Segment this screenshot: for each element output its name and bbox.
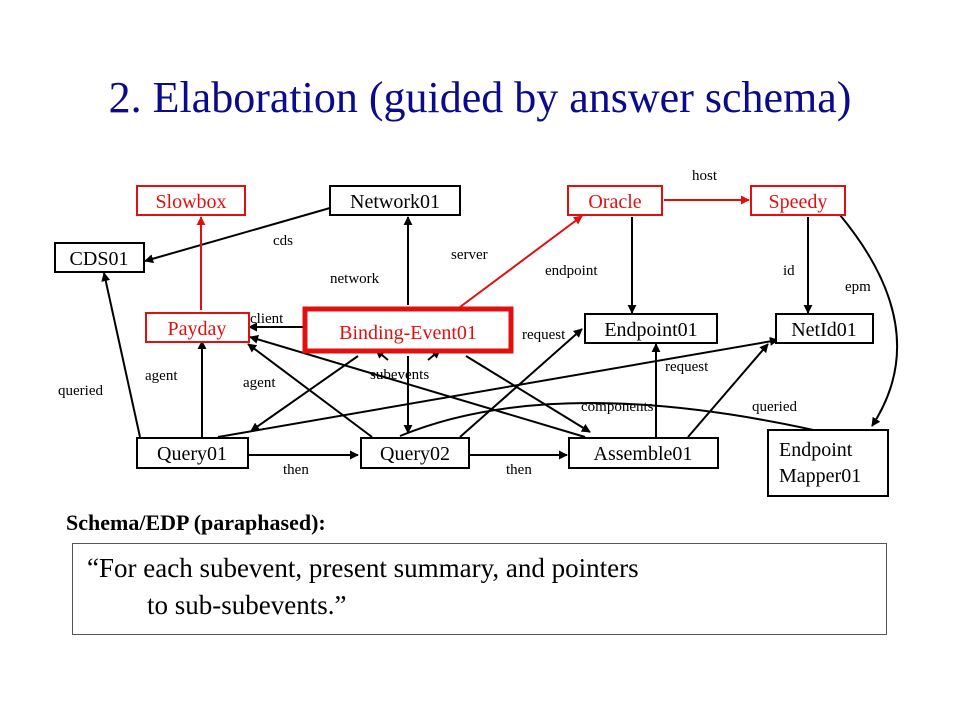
edge-label-subevents: subevents (370, 367, 429, 383)
edge-label-client: client (250, 311, 284, 327)
svg-text:Binding-Event01: Binding-Event01 (339, 322, 477, 344)
edge-label-epm: epm (845, 279, 871, 295)
node-assemble01: Assemble01 (568, 437, 719, 469)
svg-text:Oracle: Oracle (588, 191, 641, 213)
slide-title: 2. Elaboration (guided by answer schema) (108, 73, 852, 122)
node-cds01: CDS01 (54, 242, 145, 273)
edge-queried-right (399, 402, 841, 439)
edge-query01-netid (217, 336, 779, 438)
concept-graph: host cds server endpoint id epm network … (54, 168, 899, 497)
svg-text:Slowbox: Slowbox (155, 191, 226, 213)
node-slowbox: Slowbox (136, 185, 246, 216)
schema-quote-box: “For each subevent, present summary, and… (72, 543, 887, 635)
edge-label-request-right: request (665, 359, 709, 375)
edge-queried-left (101, 272, 141, 438)
edge-request-right (687, 343, 769, 438)
edge-label-agent-left: agent (145, 368, 178, 384)
edge-label-network: network (330, 271, 380, 287)
node-endpoint-mapper01: Endpoint Mapper01 (767, 429, 889, 497)
edge-label-id: id (783, 263, 795, 279)
schema-quote-line-1: “For each subevent, present summary, and… (87, 553, 639, 583)
svg-text:CDS01: CDS01 (70, 248, 129, 270)
edge-cds (144, 207, 331, 264)
edge-server (459, 215, 583, 308)
svg-text:Endpoint01: Endpoint01 (604, 319, 697, 341)
node-binding-event01: Binding-Event01 (302, 306, 514, 354)
svg-text:Network01: Network01 (350, 191, 440, 213)
edge-label-then-right: then (506, 462, 532, 478)
schema-quote-line-2: to sub-subevents.” (147, 590, 347, 620)
svg-text:Mapper01: Mapper01 (779, 465, 861, 487)
edge-label-endpoint: endpoint (545, 263, 598, 279)
svg-text:Query02: Query02 (380, 443, 450, 465)
node-query01: Query01 (136, 437, 249, 469)
edge-epm (839, 214, 899, 427)
node-payday: Payday (145, 312, 250, 343)
edge-subevents-assemble01 (465, 355, 591, 433)
node-endpoint01: Endpoint01 (584, 313, 718, 344)
edge-label-components: components (581, 399, 654, 415)
edge-assemble-agent (249, 335, 586, 438)
edge-label-request-left: request (522, 327, 566, 343)
svg-text:Payday: Payday (168, 318, 227, 340)
edge-label-host: host (692, 168, 718, 184)
svg-text:Endpoint: Endpoint (779, 439, 853, 461)
node-netid01: NetId01 (775, 313, 874, 344)
node-speedy: Speedy (750, 185, 846, 216)
edge-subevents-query01 (250, 355, 359, 432)
svg-text:NetId01: NetId01 (791, 319, 857, 341)
edge-label-agent-right: agent (243, 375, 276, 391)
svg-text:Assemble01: Assemble01 (594, 443, 693, 465)
edge-request-left (459, 328, 583, 438)
node-oracle: Oracle (567, 185, 663, 216)
edge-label-queried-left: queried (58, 383, 103, 399)
edge-label-then-left: then (283, 462, 309, 478)
node-network01: Network01 (329, 185, 461, 216)
edge-label-queried-right: queried (752, 399, 797, 415)
svg-text:Query01: Query01 (157, 443, 227, 465)
node-query02: Query02 (360, 437, 470, 469)
schema-heading: Schema/EDP (paraphased): (66, 510, 326, 535)
svg-text:Speedy: Speedy (769, 191, 828, 213)
edge-label-cds: cds (273, 233, 293, 249)
edge-label-server: server (451, 247, 488, 263)
